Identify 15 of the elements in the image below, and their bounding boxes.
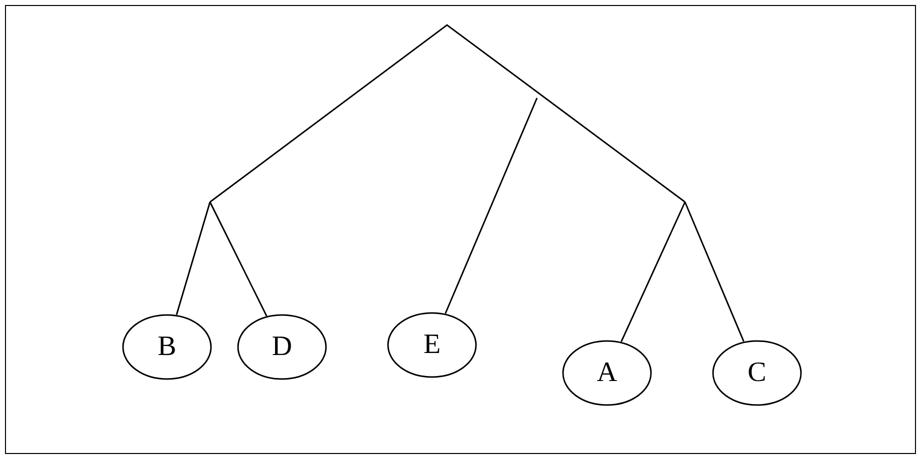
taxon-label: A bbox=[596, 359, 618, 387]
tree-branch-line bbox=[176, 202, 211, 315]
tree-branch-line bbox=[684, 202, 744, 342]
tree-branch-line bbox=[444, 98, 538, 314]
leaf-ellipse bbox=[237, 314, 327, 380]
taxon-label: E bbox=[423, 331, 441, 359]
taxon-label: D bbox=[272, 333, 292, 361]
taxon-label: B bbox=[158, 333, 176, 361]
leaf-ellipse bbox=[712, 340, 802, 406]
tree-branch-line bbox=[620, 202, 686, 342]
tree-branch-line bbox=[209, 202, 268, 316]
taxon-label: C bbox=[748, 359, 766, 387]
leaf-ellipse bbox=[122, 314, 212, 380]
leaf-ellipse bbox=[387, 312, 477, 378]
leaf-ellipse bbox=[562, 340, 652, 406]
